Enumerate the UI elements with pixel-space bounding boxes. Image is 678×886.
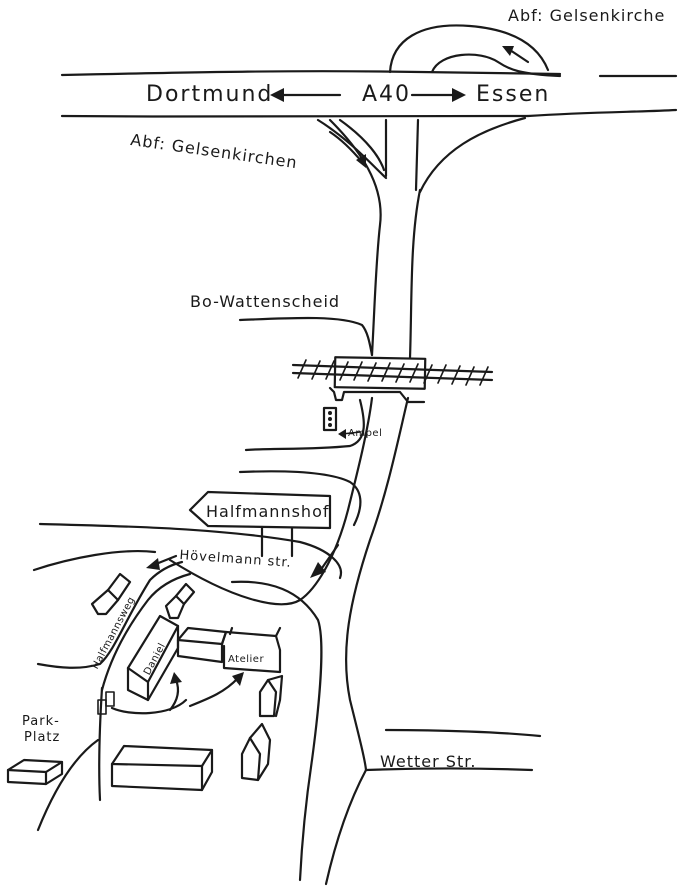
- top-exit-loop: [388, 24, 562, 78]
- halfmannshof-sign: [188, 490, 332, 558]
- traffic-light: [322, 406, 361, 439]
- large-building: [110, 744, 214, 792]
- gate: [97, 691, 115, 715]
- parking-label-line2: Platz: [24, 730, 61, 745]
- highway-label: A40: [362, 82, 412, 107]
- main-road: [168, 118, 422, 772]
- ampel-road: [238, 398, 365, 527]
- a40-arrows: [270, 88, 466, 102]
- halfmannsweg: [36, 560, 192, 832]
- hoevelmann-street: [32, 522, 343, 580]
- traffic-light-label: Ampel: [348, 428, 383, 439]
- exit-top-label: Abf: Gelsenkirche: [508, 6, 666, 25]
- dortmund-label: Dortmund: [146, 82, 274, 107]
- wetter-label: Wetter Str.: [380, 752, 477, 771]
- house-small-upper: [164, 582, 196, 620]
- halfmannshof-label: Halfmannshof: [206, 502, 330, 521]
- exit-arrows: [328, 46, 530, 168]
- wattenscheid-road: [238, 316, 374, 357]
- parking-label-line1: Park-: [22, 714, 60, 729]
- a40-highway: [60, 70, 678, 118]
- essen-label: Essen: [476, 82, 551, 107]
- house-right-upper: [258, 674, 284, 718]
- junction-ramps: [316, 116, 527, 194]
- railway-bridge: [291, 356, 494, 404]
- lower-roads: [230, 580, 542, 886]
- parking-building: [6, 758, 64, 786]
- house-top-left: [90, 572, 132, 616]
- atelier-label: Atelier: [228, 654, 265, 665]
- wattenscheid-label: Bo-Wattenscheid: [190, 292, 341, 311]
- atelier-building: [176, 626, 282, 674]
- house-right-lower: [240, 722, 272, 782]
- building-arrows: [168, 672, 244, 712]
